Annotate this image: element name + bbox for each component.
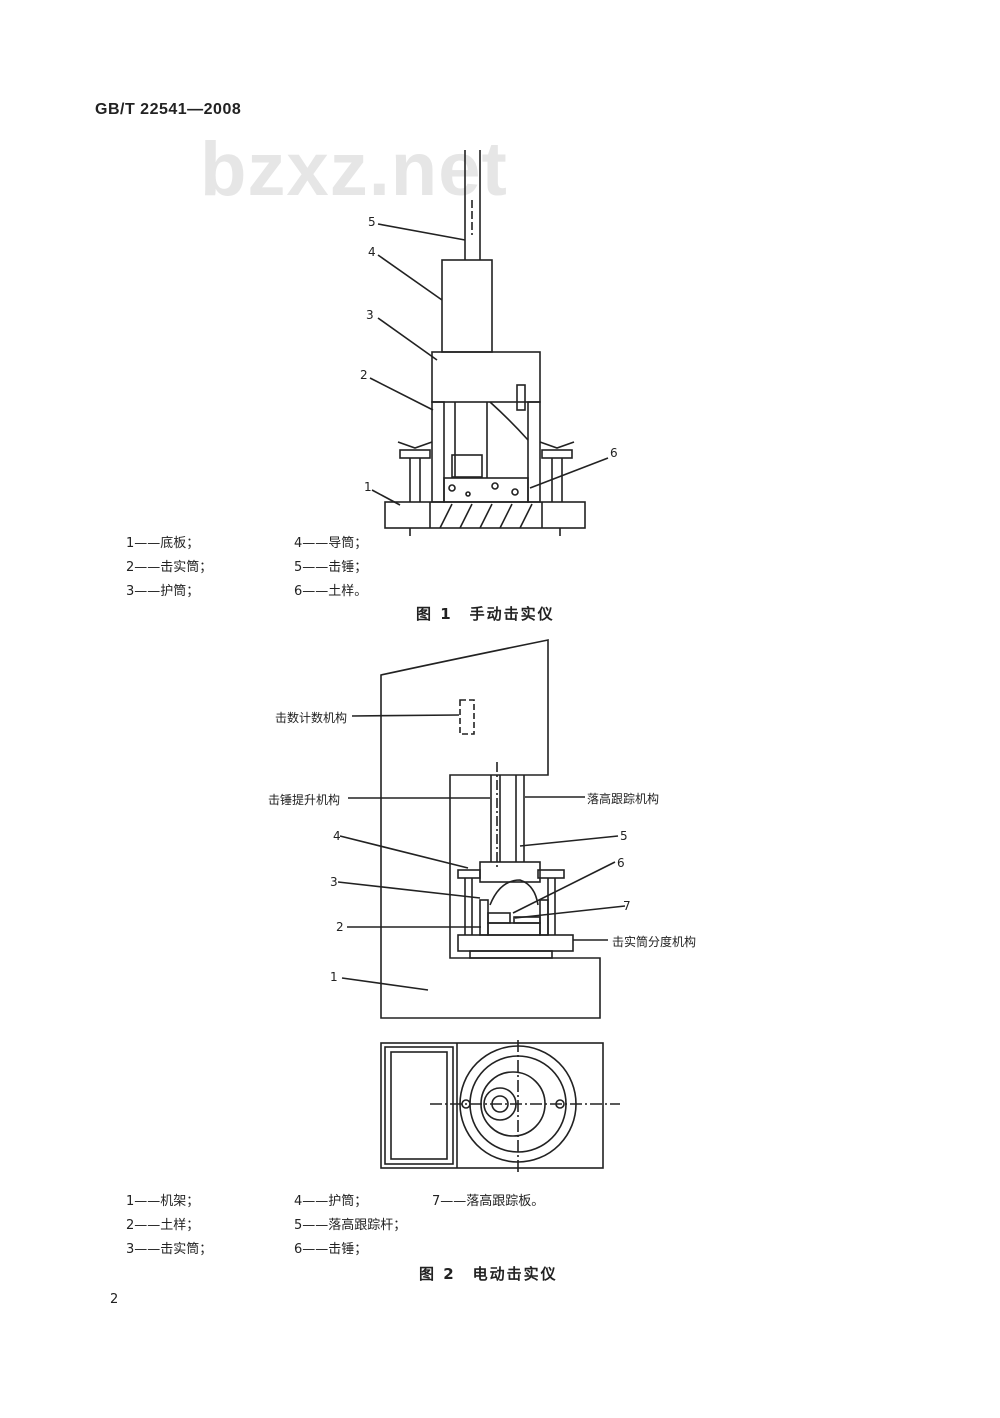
standard-number: GB/T 22541—2008 [95,101,242,118]
fig1-legend-item: 6——土样。 [294,584,368,599]
figure2-caption: 图 2 电动击实仪 [419,1265,558,1283]
fig1-callout-1: 1 [364,480,372,494]
fig1-legend-item: 1——底板； [126,536,200,551]
fig2-callout-7: 7 [623,899,631,913]
fig1-callout-6: 6 [610,446,618,460]
fig1-legend-item: 2——击实筒； [126,560,213,575]
fig1-callout-2: 2 [360,368,368,382]
fig2-callout-5: 5 [620,829,628,843]
fig1-legend-item: 5——击锤； [294,560,368,575]
figure1-caption: 图 1 手动击实仪 [416,605,555,623]
fig1-callout-3: 3 [366,308,374,322]
fig2-callout-6: 6 [617,856,625,870]
fig1-legend-item: 4——导筒； [294,536,368,551]
fig1-callout-5: 5 [368,215,376,229]
fig2-legend-item: 1——机架； [126,1194,200,1209]
fig2-label-indexing: 击实筒分度机构 [612,935,697,949]
watermark: bzxz.net [200,127,508,212]
fig1-callout-4: 4 [368,245,376,259]
fig2-legend-item: 3——击实筒； [126,1242,213,1257]
fig2-legend-item: 6——击锤； [294,1242,368,1257]
fig2-legend-item: 4——护筒； [294,1194,368,1209]
fig1-legend-item: 3——护筒； [126,584,200,599]
page-number: 2 [110,1292,119,1307]
fig2-callout-2: 2 [336,920,344,934]
fig2-legend-item: 2——土样； [126,1218,200,1233]
fig2-label-lift: 击锤提升机构 [268,793,341,807]
fig2-callout-3: 3 [330,875,338,889]
fig2-callout-1: 1 [330,970,338,984]
fig2-legend-item: 7——落高跟踪板。 [432,1194,545,1209]
fig2-label-counter: 击数计数机构 [275,711,348,725]
fig2-label-tracking: 落高跟踪机构 [587,792,660,806]
fig2-callout-4: 4 [333,829,341,843]
fig2-legend-item: 5——落高跟踪杆； [294,1218,407,1233]
